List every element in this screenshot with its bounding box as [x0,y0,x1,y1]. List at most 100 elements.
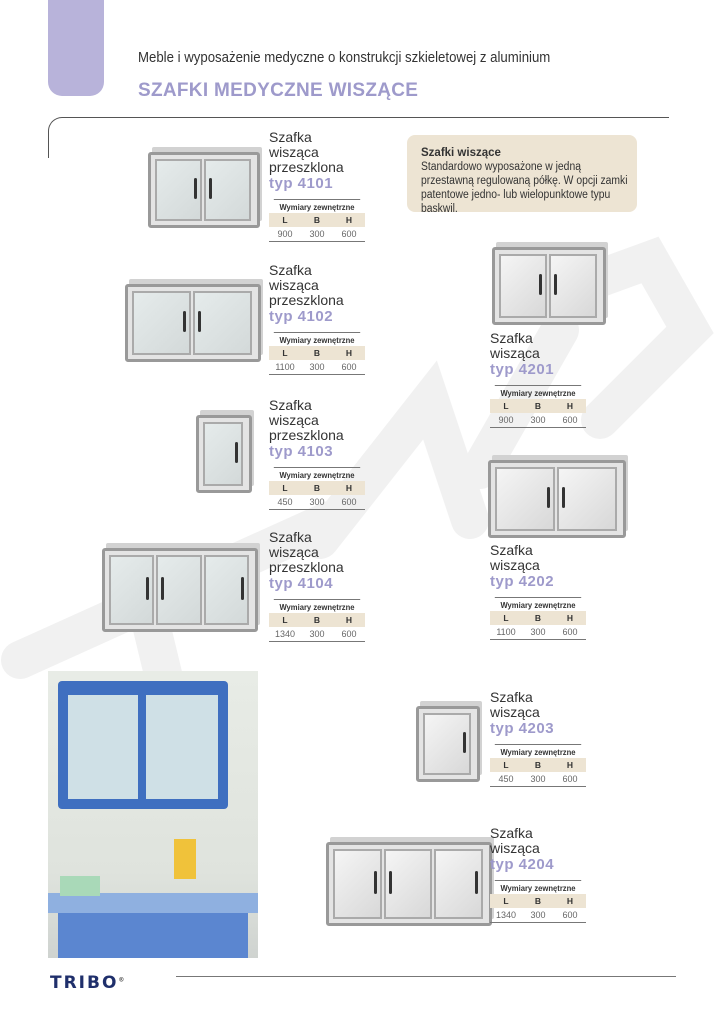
product-name-line: wisząca [269,412,319,428]
door-handle [235,442,238,463]
footer-divider [176,976,676,977]
product-name-line: wisząca [269,144,319,160]
info-box-text: Standardowo wyposażone w jedną przestawn… [421,161,628,215]
product-type: typ 4103 [269,443,334,460]
cabinet-illustration [492,247,606,325]
dimension-value: 1340 [495,910,517,920]
dimension-label: H [345,615,353,625]
product-type: typ 4204 [490,856,555,873]
dimensions-header: Wymiary zewnętrzne [494,597,582,611]
product-type: typ 4102 [269,308,334,325]
product-name-line: Szafka [490,542,533,558]
dimensions-header: Wymiary zewnętrzne [273,599,361,613]
dimension-label: L [282,348,288,358]
page-subtitle: Meble i wyposażenie medyczne o konstrukc… [138,49,551,66]
dimensions-header: Wymiary zewnętrzne [273,467,361,481]
dimension-value: 300 [530,415,546,425]
page-tab [48,0,104,96]
door-handle [562,487,565,508]
cabinet-photo [48,671,258,958]
door-handle [554,274,557,295]
dimension-value: 600 [341,497,357,507]
cabinet-door [495,467,555,531]
dimension-label: B [534,896,542,906]
product-name-line: wisząca [269,277,319,293]
door-handle [183,311,186,332]
product-name-line: Szafka [490,330,533,346]
product-name-line: Szafka [269,262,312,278]
dimension-label: H [345,483,353,493]
registered-mark: ® [118,976,127,984]
dimensions-header: Wymiary zewnętrzne [273,199,361,213]
door-handle [146,576,150,600]
product-name-line: wisząca [269,544,319,560]
dimension-value: 300 [309,629,325,639]
dimension-value: 1100 [275,362,295,372]
product-name-line: przeszklona [269,559,344,575]
cabinet-illustration [125,284,261,362]
cabinet-door [434,849,483,919]
dimension-label: H [566,760,574,770]
product-name-line: przeszklona [269,159,344,175]
door-handle [547,487,550,508]
product-name-line: wisząca [490,704,540,720]
dimension-value: 300 [309,497,325,507]
info-box: Szafki wiszące Standardowo wyposażone w … [407,135,637,215]
product-name-line: Szafka [490,825,533,841]
dimension-label: B [313,348,321,358]
dimension-value: 900 [277,229,293,239]
dimension-value: 1340 [274,629,296,639]
product-name-line: wisząca [490,557,540,573]
dimension-value: 600 [341,362,357,372]
dimension-value: 600 [562,627,578,637]
logo-text: TRIBO [50,973,119,993]
dimension-label: B [534,613,542,623]
dimension-value: 300 [530,627,546,637]
dimension-value: 600 [562,774,578,784]
cabinet-door [203,422,243,486]
cabinet-door [383,849,433,919]
dimension-label: H [345,215,353,225]
dimension-label: B [313,615,321,625]
dimension-value: 300 [530,910,546,920]
dimension-value: 600 [562,415,578,425]
cabinet-door [203,555,249,625]
dimension-value: 900 [498,415,514,425]
product-name-line: wisząca [490,840,540,856]
dimension-value: 450 [498,774,514,784]
dimension-value: 600 [341,629,357,639]
cabinet-door [499,254,547,318]
product-name-line: Szafka [269,129,312,145]
cabinet-door [156,555,202,625]
door-handle [240,576,244,600]
cabinet-door [109,555,155,625]
cabinet-door [549,254,597,318]
product-type: typ 4203 [490,720,555,737]
page-title: SZAFKI MEDYCZNE WISZĄCE [138,80,419,101]
dimension-label: B [313,483,321,493]
dimension-label: L [503,760,509,770]
product-type: typ 4202 [490,573,555,590]
cabinet-door [557,467,617,531]
dimension-label: L [503,896,509,906]
section-frame [48,117,669,158]
